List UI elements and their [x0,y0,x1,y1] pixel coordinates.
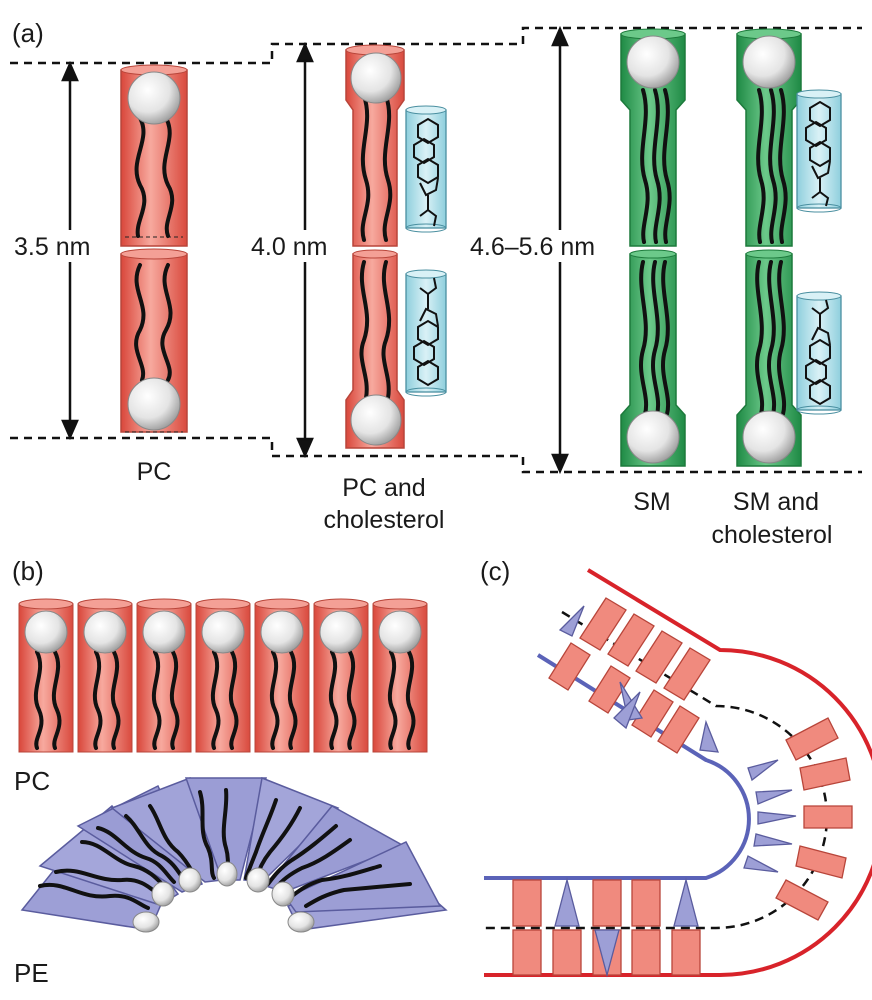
pc-chol-caption-1: PC and [342,474,425,502]
sm-cholesterol-pair [736,28,842,467]
pe-fan [20,776,448,931]
pc-cylinder [313,598,369,753]
pc-cylinder [254,598,310,753]
pc-cylinder [372,598,428,753]
pe-row-label: PE [14,958,49,988]
sm-thickness-label: 4.6–5.6 nm [470,233,595,261]
pc-row-label: PC [14,766,50,796]
pc-row [18,598,428,753]
curved-bilayer [484,568,872,978]
panel-c-label: (c) [480,556,510,586]
pc-cholesterol-pair [345,44,447,449]
panel-a-label: (a) [12,18,44,48]
pc-cylinder [77,598,133,753]
pc-caption: PC [137,458,172,486]
pc-chol-caption-2: cholesterol [324,506,445,534]
sm-lipid-pair [620,28,686,467]
bilayer-boundary-lines [10,26,862,474]
sm-chol-caption-2: cholesterol [712,521,833,549]
pc-cylinder [18,598,74,753]
sm-caption: SM [633,488,671,516]
pc-chol-thickness-label: 4.0 nm [251,233,327,261]
pc-lipid-pair [120,64,188,433]
thickness-arrows [61,25,569,475]
pc-thickness-label: 3.5 nm [14,233,90,261]
pc-cylinder [136,598,192,753]
sm-chol-caption-1: SM and [733,488,819,516]
panel-b-label: (b) [12,556,44,586]
pe-headgroups [132,861,315,933]
pc-cylinder [195,598,251,753]
